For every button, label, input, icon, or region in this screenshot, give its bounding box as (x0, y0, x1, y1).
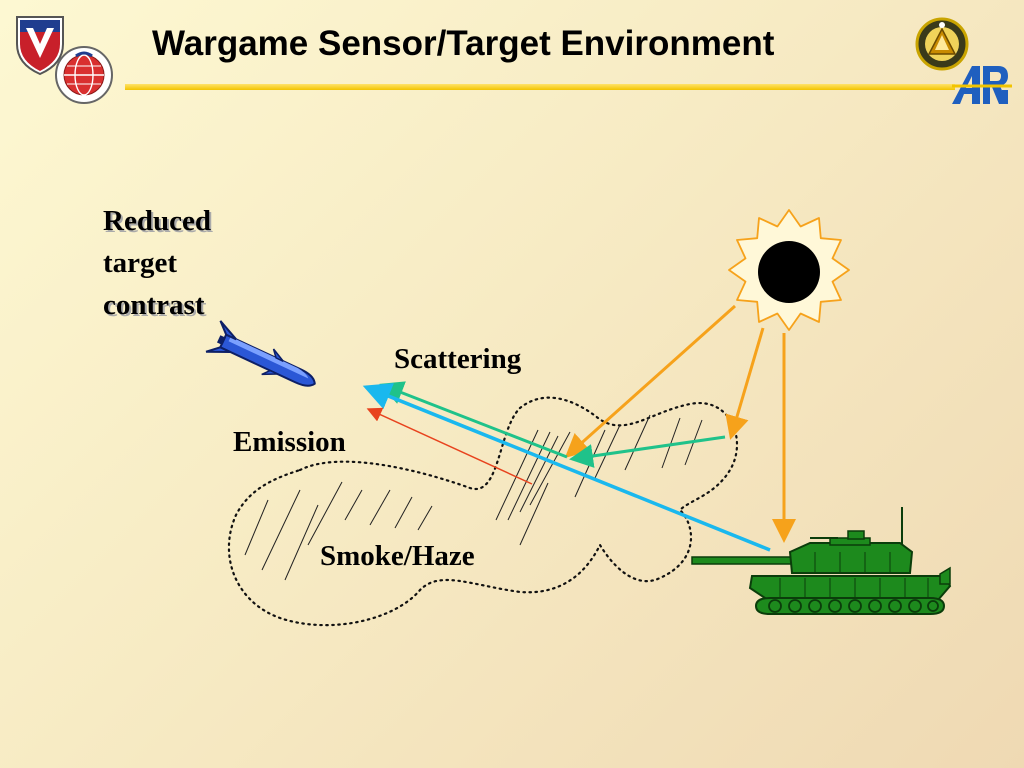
scatter-ray-cloud (569, 435, 726, 468)
emission-ray (366, 407, 533, 485)
sun-icon (728, 209, 850, 331)
tank-icon (691, 507, 952, 615)
smoke-cloud (227, 396, 739, 627)
reduced-contrast-label-line3: contrast (103, 289, 205, 321)
arl-logo-icon (952, 66, 1012, 104)
sun-ray-to-cloud-edge (725, 327, 765, 440)
amc-shield-icon (16, 16, 64, 76)
sensor-line-of-sight (362, 383, 771, 552)
page-title: Wargame Sensor/Target Environment (152, 24, 775, 63)
reduced-contrast-label-line2: target (103, 247, 178, 279)
amc-globe-icon (55, 46, 113, 104)
arl-badge-icon (915, 17, 969, 71)
emission-label: Emission (233, 426, 346, 458)
reduced-contrast-label-line1: Reduced (103, 205, 211, 237)
scatter-ray-to-sensor (379, 381, 568, 459)
scattering-label: Scattering (394, 343, 522, 375)
smoke-haze-label: Smoke/Haze (320, 540, 475, 572)
missile-icon (205, 320, 316, 387)
title-underline (125, 84, 955, 90)
sun-ray-to-cloud (564, 304, 736, 458)
